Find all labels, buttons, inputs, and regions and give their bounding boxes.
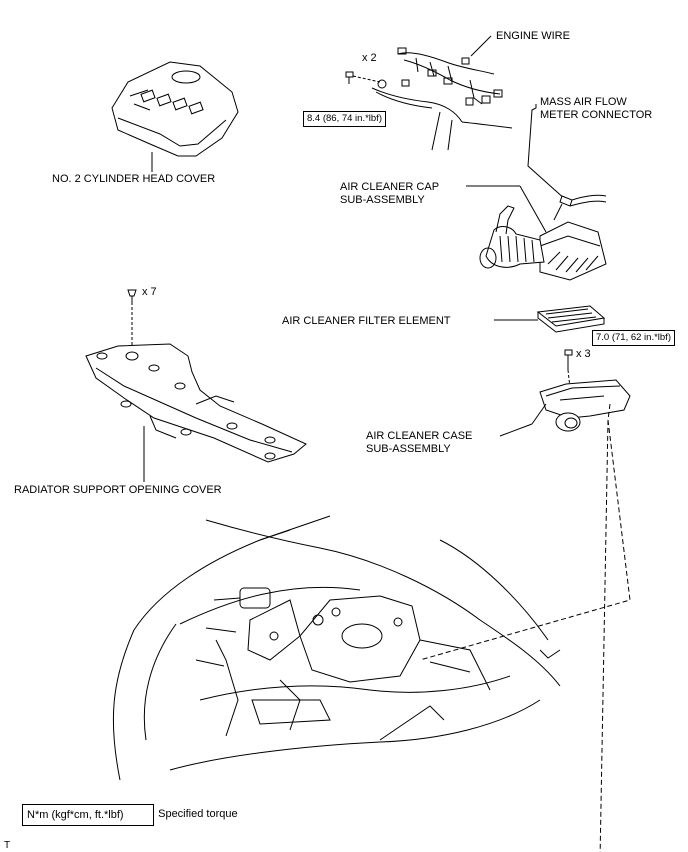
vehicle-engine-bay: [112, 515, 561, 781]
engine-wire-bolt: [345, 71, 381, 84]
air-cleaner-filter-part: [494, 305, 606, 333]
engine-wire-torque-spec: 8.4 (86, 74 in.*lbf): [303, 111, 386, 127]
label-maf-line1: MASS AIR FLOW: [540, 96, 627, 108]
engine-wire-part: [371, 35, 513, 151]
radiator-cover-part: [85, 343, 307, 482]
label-radiator-cover: RADIATOR SUPPORT OPENING COVER: [14, 484, 222, 496]
air-cleaner-case-bolt: [564, 349, 573, 389]
label-air-cleaner-cap-line1: AIR CLEANER CAP: [340, 181, 440, 193]
air-cleaner-case-part: [499, 379, 631, 852]
label-air-cleaner-case-line1: AIR CLEANER CASE: [366, 430, 473, 442]
maf-leader-line: [527, 104, 567, 201]
torque-legend-unit: N*m (kgf*cm, ft.*lbf): [22, 804, 154, 826]
label-maf-line2: METER CONNECTOR: [540, 109, 653, 121]
air-cleaner-cap-part: [466, 185, 607, 281]
air-cleaner-case-torque-spec: 7.0 (71, 62 in.*lbf): [592, 330, 675, 346]
engine-wire-bolt-qty: x 2: [362, 52, 377, 64]
label-air-cleaner-filter: AIR CLEANER FILTER ELEMENT: [282, 315, 451, 327]
label-air-cleaner-case-line2: SUB-ASSEMBLY: [366, 443, 451, 455]
torque-legend-description: : Specified torque: [152, 808, 238, 820]
cylinder-head-cover-part: [111, 61, 239, 172]
maf-connector-part: [553, 194, 607, 221]
case-install-dashed-line: [419, 419, 631, 661]
figure-code: T: [4, 840, 11, 851]
label-cylinder-head-cover: NO. 2 CYLINDER HEAD COVER: [52, 173, 216, 185]
label-air-cleaner-cap-line2: SUB-ASSEMBLY: [340, 194, 425, 206]
radiator-cover-bolt: [127, 289, 137, 354]
radiator-cover-bolt-qty: x 7: [142, 286, 157, 298]
label-engine-wire: ENGINE WIRE: [496, 30, 570, 42]
air-cleaner-case-bolt-qty: x 3: [576, 348, 591, 360]
